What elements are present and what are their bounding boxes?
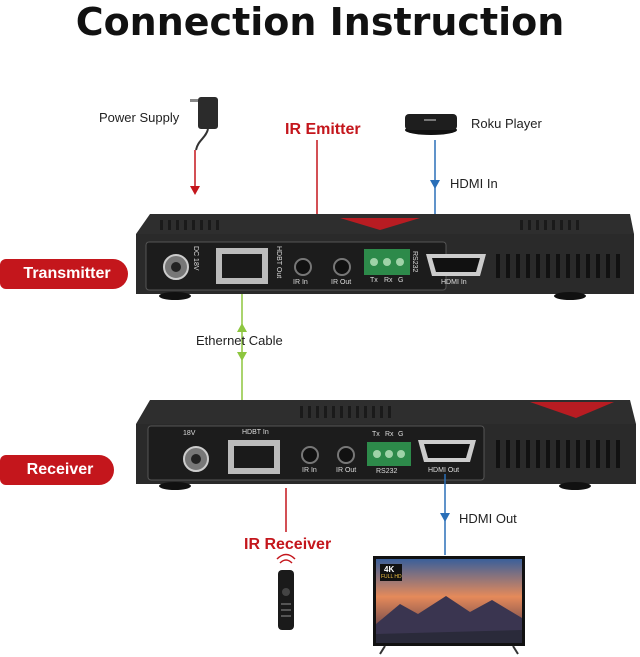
rx-tx-label: Tx (372, 431, 380, 438)
page-title: Connection Instruction (75, 0, 565, 44)
rx-dc-label: 18V (183, 430, 196, 437)
roku-player-icon (405, 114, 457, 135)
transmitter-device (136, 214, 634, 300)
remote-control-icon (276, 553, 296, 630)
hdmi-out-label: HDMI Out (459, 511, 517, 526)
hdmi-in-label: HDMI In (450, 176, 498, 191)
tx-rx-label: Rx (384, 277, 393, 284)
power-supply-label: Power Supply (99, 110, 180, 125)
rx-rs232-label: RS232 (376, 468, 398, 475)
rx-hdbt-in-label: HDBT In (242, 429, 269, 436)
ethernet-cable-label: Ethernet Cable (196, 333, 283, 348)
tx-hdmi-in-label: HDMI In (441, 279, 467, 286)
tx-hdbt-out-label: HDBT Out (275, 246, 282, 279)
transmitter-badge: Transmitter (0, 259, 128, 289)
transmitter-label: Transmitter (23, 265, 111, 282)
power-arrow-icon (190, 186, 200, 195)
roku-player-label: Roku Player (471, 116, 542, 131)
hdmi-out-arrow-icon (440, 513, 450, 522)
rx-hdmi-out-label: HDMI Out (428, 467, 460, 474)
tx-dc-label: DC 18V (192, 246, 199, 271)
rx-ir-in-label: IR In (302, 467, 317, 474)
rx-rx-label: Rx (385, 431, 394, 438)
tx-rs232-label: RS232 (411, 251, 418, 273)
tv-fullhd-badge: FULL HD (381, 574, 402, 580)
tv-icon (373, 556, 525, 655)
hdmi-in-arrow-icon (430, 180, 440, 189)
rx-g-label: G (398, 431, 404, 438)
tx-tx-label: Tx (370, 277, 378, 284)
receiver-badge: Receiver (0, 455, 114, 485)
tv-4k-badge: 4K (384, 565, 395, 574)
ethernet-arrow-up-icon (237, 323, 247, 332)
rx-ir-out-label: IR Out (336, 467, 357, 474)
power-adapter-icon (190, 97, 218, 151)
ir-receiver-label: IR Receiver (244, 536, 332, 553)
receiver-label: Receiver (26, 461, 94, 478)
receiver-device (136, 400, 636, 490)
tx-ir-in-label: IR In (293, 279, 308, 286)
ir-emitter-label: IR Emitter (285, 121, 361, 138)
ethernet-arrow-down-icon (237, 352, 247, 361)
tx-g-label: G (398, 277, 404, 284)
tx-ir-out-label: IR Out (331, 279, 352, 286)
